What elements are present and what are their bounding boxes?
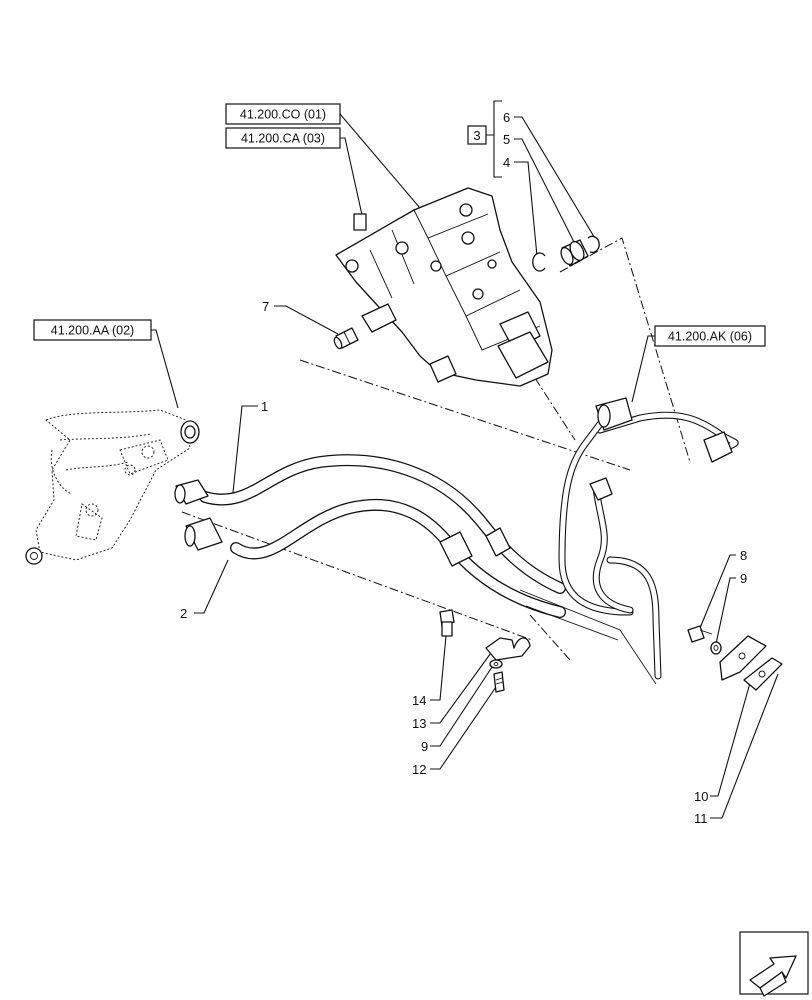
leader-aa — [151, 329, 179, 409]
callout-2: 2 — [180, 606, 187, 621]
callout-1: 1 — [261, 399, 268, 414]
hose-2[interactable] — [184, 498, 566, 618]
ref-box-co[interactable]: 41.200.CO (01) — [225, 103, 341, 125]
leader-4 — [514, 161, 538, 257]
leader-9a — [715, 577, 736, 645]
kit-bracket — [486, 100, 502, 178]
callout-6: 6 — [503, 110, 510, 125]
ref-box-ak[interactable]: 41.200.AK (06) — [654, 325, 766, 347]
leader-14 — [430, 635, 447, 701]
steel-tube-assembly[interactable] — [519, 397, 739, 685]
steering-port-fitting[interactable] — [180, 420, 200, 444]
callout-4: 4 — [503, 155, 510, 170]
leader-9b — [430, 663, 495, 747]
leader-8 — [699, 554, 736, 629]
leader-10 — [710, 675, 753, 797]
clamp-13[interactable] — [485, 637, 531, 661]
kit-label: 3 — [473, 128, 480, 143]
fitting-7[interactable] — [333, 327, 359, 350]
ref-aa-label: 41.200.AA (02) — [51, 324, 134, 338]
callout-10: 10 — [694, 789, 708, 804]
callout-9-right: 9 — [740, 571, 747, 586]
pad-11[interactable] — [743, 657, 783, 691]
washer-9-right[interactable] — [710, 641, 722, 655]
leader-12 — [430, 683, 499, 770]
alignment-line-valve-mid — [534, 377, 576, 441]
ref-box-ca[interactable]: 41.200.CA (03) — [225, 127, 341, 149]
arrow-navigation-icon[interactable] — [739, 931, 809, 997]
callout-7: 7 — [262, 299, 269, 314]
leader-7 — [274, 305, 339, 335]
callout-13: 13 — [412, 716, 426, 731]
leader-11 — [710, 673, 779, 819]
leader-ca — [340, 137, 363, 216]
bolt-8[interactable] — [687, 625, 713, 643]
callout-8: 8 — [740, 548, 747, 563]
alignment-line-clip — [529, 614, 571, 661]
leader-5 — [514, 138, 576, 245]
leader-13 — [430, 645, 497, 724]
callout-14: 14 — [412, 693, 426, 708]
control-valve-assembly[interactable] — [335, 187, 553, 387]
alignment-line-upper — [299, 359, 631, 471]
kit-box-3[interactable]: 3 — [467, 125, 487, 145]
callout-12: 12 — [412, 762, 426, 777]
bracket-10[interactable] — [719, 635, 767, 681]
leader-1 — [231, 405, 258, 503]
callout-11: 11 — [694, 811, 708, 826]
adapter-fitting-5[interactable] — [559, 239, 589, 267]
steering-unit-phantom — [35, 409, 191, 561]
ref-box-aa[interactable]: 41.200.AA (02) — [33, 319, 152, 341]
seal-ring-4[interactable] — [532, 252, 546, 272]
leader-ak — [631, 335, 655, 403]
callout-5: 5 — [503, 132, 510, 147]
callout-9-bottom: 9 — [421, 739, 428, 754]
ref-ak-label: 41.200.AK (06) — [668, 330, 752, 344]
fitting-14[interactable] — [439, 609, 455, 637]
ref-ca-label: 41.200.CA (03) — [241, 132, 325, 146]
ref-co-label: 41.200.CO (01) — [240, 108, 326, 122]
steering-arm-end[interactable] — [25, 547, 43, 565]
washer-9-bottom[interactable] — [489, 659, 503, 669]
leader-co — [339, 113, 421, 209]
alignment-line-valve-right — [559, 237, 691, 463]
hose-1[interactable] — [174, 454, 566, 594]
leader-2 — [194, 559, 229, 614]
bolt-12[interactable] — [493, 671, 505, 693]
leader-6 — [514, 116, 597, 241]
alignment-line-lower — [181, 511, 533, 641]
seal-ring-6[interactable] — [587, 235, 600, 254]
